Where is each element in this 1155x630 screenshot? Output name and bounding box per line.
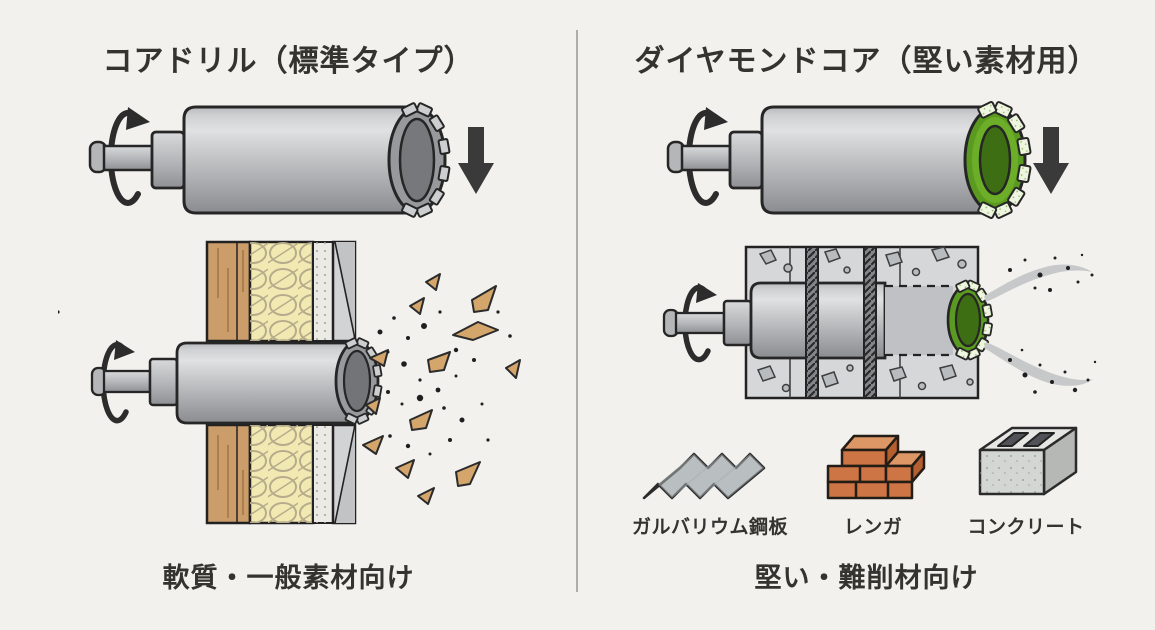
- drill-body: [175, 341, 353, 425]
- corrugated-steel-sheet-icon: [642, 452, 766, 500]
- drill-collar: [148, 357, 179, 407]
- hidden-drill-section: [885, 284, 954, 357]
- wall-cross-section-top: [205, 240, 357, 343]
- down-arrow-icon: [458, 127, 494, 194]
- drill-shank: [102, 369, 152, 394]
- drill-collar: [150, 130, 186, 190]
- rebar-rods: [805, 246, 877, 399]
- wood-chips-debris: [58, 273, 521, 505]
- diamond-segment-tip: [963, 101, 1032, 219]
- material-label-brick: レンガ: [843, 517, 903, 538]
- drill-shank: [102, 144, 154, 172]
- diamond-segment-tip: [946, 279, 993, 361]
- material-label-galvalume: ガルバリウム鋼板: [631, 517, 788, 538]
- concrete-drilling-illustration: [662, 245, 1097, 400]
- brick-icon: [826, 434, 926, 500]
- aggregate-stones: [756, 246, 974, 393]
- right-panel-title: ダイヤモンドコア（堅い素材用）: [634, 45, 1099, 78]
- left-panel-caption: 軟質・一般素材向け: [162, 563, 415, 593]
- carbide-tooth-tip: [334, 337, 383, 425]
- carbide-tooth-tip: [387, 102, 451, 218]
- dust-spray: [984, 253, 1097, 394]
- drill-shank: [680, 144, 732, 172]
- material-label-concrete: コンクリート: [967, 517, 1085, 538]
- soft-wall-drilling-illustration: [58, 240, 521, 525]
- diamond-core-drill-illustration: [666, 101, 1069, 219]
- wall-cross-section-bottom: [205, 423, 357, 525]
- center-divider-line: [576, 30, 578, 592]
- drill-collar: [728, 130, 764, 190]
- drill-body: [182, 105, 412, 215]
- left-panel-title: コアドリル（標準タイプ）: [102, 45, 475, 78]
- standard-core-drill-illustration: [88, 102, 494, 218]
- drill-shank: [674, 311, 726, 335]
- drill-body: [760, 105, 985, 215]
- concrete-block-icon: [978, 426, 1078, 496]
- right-panel-caption: 堅い・難削材向け: [754, 563, 979, 593]
- down-arrow-icon: [1033, 127, 1069, 194]
- drill-collar: [722, 299, 753, 347]
